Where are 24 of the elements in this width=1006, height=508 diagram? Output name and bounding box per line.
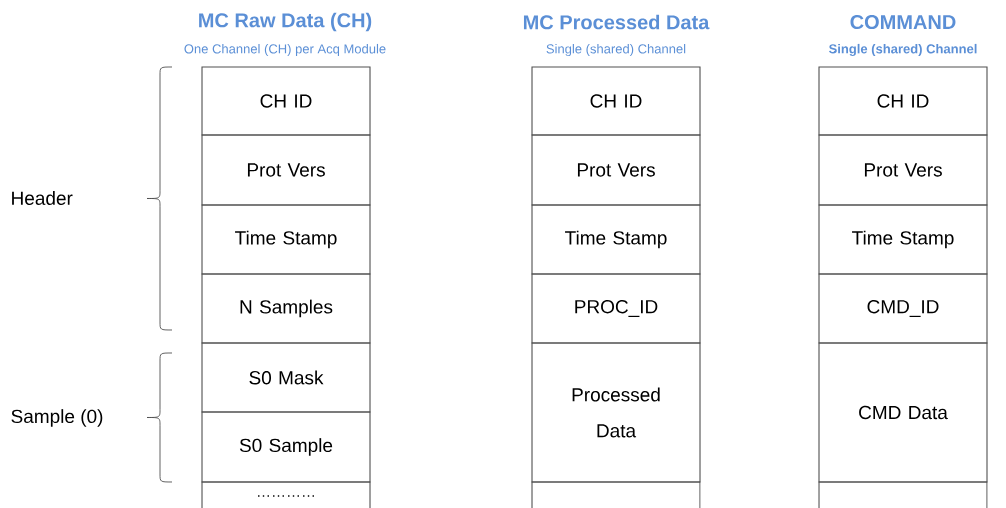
column-title: COMMAND bbox=[850, 14, 956, 30]
field-cell: PROC_ID bbox=[531, 273, 701, 344]
field-cell: CMD Data bbox=[818, 342, 988, 483]
field-cell: S0 Mask bbox=[201, 342, 371, 413]
field-cell: Prot Vers bbox=[531, 134, 701, 206]
field-cell: CH ID bbox=[818, 66, 988, 136]
field-cell: CH ID bbox=[531, 66, 701, 136]
group-label: Header bbox=[12, 191, 73, 205]
field-cell: S0 Sample bbox=[201, 411, 371, 483]
open-cell bbox=[818, 481, 988, 508]
field-cell: CMD_ID bbox=[818, 273, 988, 344]
column-title: MC Processed Data bbox=[523, 14, 710, 30]
field-cell: Prot Vers bbox=[201, 134, 371, 206]
open-cell bbox=[531, 481, 701, 508]
ellipsis-cell: ………… bbox=[201, 481, 371, 508]
group-label: Sample (0) bbox=[11, 409, 103, 427]
field-cell: CH ID bbox=[201, 66, 371, 136]
field-cell: Prot Vers bbox=[818, 134, 988, 206]
field-cell: Time Stamp bbox=[201, 204, 371, 275]
field-cell: Time Stamp bbox=[531, 204, 701, 275]
column-title: MC Raw Data (CH) bbox=[199, 12, 372, 32]
field-cell: Processed Data bbox=[531, 342, 701, 483]
field-cell: N Samples bbox=[201, 273, 371, 344]
field-cell: Time Stamp bbox=[818, 204, 988, 275]
